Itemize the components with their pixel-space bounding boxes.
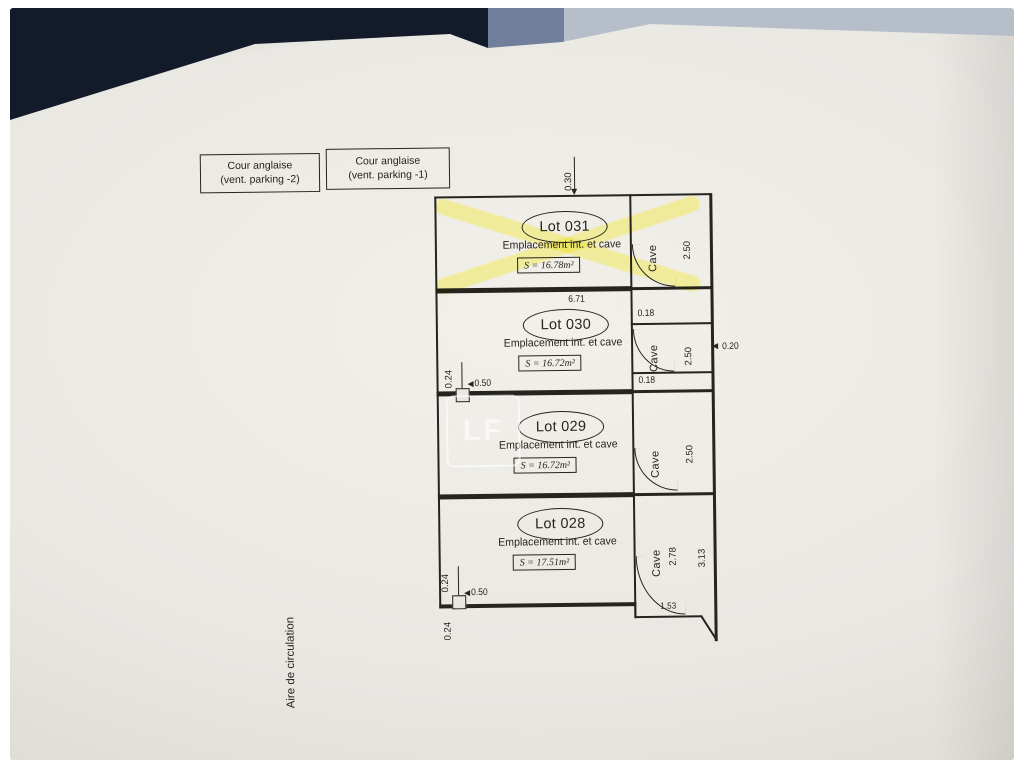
lot-031-width-dim: 6.71 [568,293,585,305]
lot-028-outer-dim: 3.13 [696,548,708,568]
wall-left [434,196,442,609]
lot-030-desc: Emplacement int. et cave [503,336,623,350]
lot-028-desc: Emplacement int. et cave [498,535,617,549]
cour-anglaise-2-line2: (vent. parking -1) [348,168,428,182]
wall-row1-cave [630,286,713,291]
lot-029-right-dim: 2.50 [684,444,696,464]
pillar-bottom [452,595,467,610]
lot-031-area: S = 16.78m² [517,256,581,274]
cour-anglaise-1-line1: Cour anglaise [227,159,293,172]
wall-row3-cave [632,492,715,497]
extline-pillar-bottom [457,566,460,596]
right-offset-dim: 0.20 [721,340,739,353]
pillar-bottom-arrow [464,590,471,597]
pillar-mid-v-dim: 0.24 [443,369,455,389]
lot-030-offset-bottom: 0.18 [638,374,656,387]
parking-plan-drawing: Cour anglaise (vent. parking -2) Cour an… [10,8,1014,760]
top-offset-dim: 0.30 [562,172,575,191]
cour-anglaise-box-1: Cour anglaise (vent. parking -2) [199,152,321,194]
lot-031-right-dim: 2.50 [681,240,694,260]
pillar-bottom-h-dim: 0.50 [470,586,488,599]
lot-028-area: S = 17.51m² [512,553,577,571]
lot-028-cave-label: Cave [650,549,663,577]
cour-anglaise-1-line2: (vent. parking -2) [220,172,300,186]
lot-030-right-dim: 2.50 [683,346,695,366]
lot-031-cave-label: Cave [646,244,660,272]
lot-030-offset-top: 0.18 [637,307,655,320]
right-offset-arrow [712,343,719,350]
paper-sheet [10,24,1014,760]
photo-of-floor-plan: Cour anglaise (vent. parking -2) Cour an… [10,8,1014,760]
wall-cave-bottom [634,615,703,619]
cave-030-subline-top [630,322,713,325]
cour-anglaise-box-2: Cour anglaise (vent. parking -1) [325,147,451,190]
cour-anglaise-2-line1: Cour anglaise [355,154,421,168]
extline-pillar-mid [461,362,463,390]
wall-bottom [439,602,637,609]
pillar-mid-h-dim: 0.50 [474,377,492,390]
lot-029-cave-label: Cave [649,450,662,478]
lot-028-bottom-dim: 1.53 [660,600,677,611]
watermark-logo: LF [445,394,521,468]
top-offset-arrow [571,188,578,195]
wall-right-outer [709,193,718,642]
circulation-label: Aire de circulation [284,616,298,709]
pillar-bottom-v1-dim: 0.24 [439,573,452,593]
lot-029-area: S = 16.72m² [513,456,578,474]
wall-row2-cave [631,389,714,394]
lot-030-cave-label: Cave [648,344,661,372]
wall-row3-thick [437,492,634,500]
lot-030-area: S = 16.72m² [518,354,582,372]
pillar-mid-arrow [467,381,474,388]
lot-031-desc: Emplacement int. et cave [502,238,622,252]
pillar-bottom-v2-dim: 0.24 [442,621,454,641]
lot-028-cave-dim: 2.78 [667,547,679,566]
